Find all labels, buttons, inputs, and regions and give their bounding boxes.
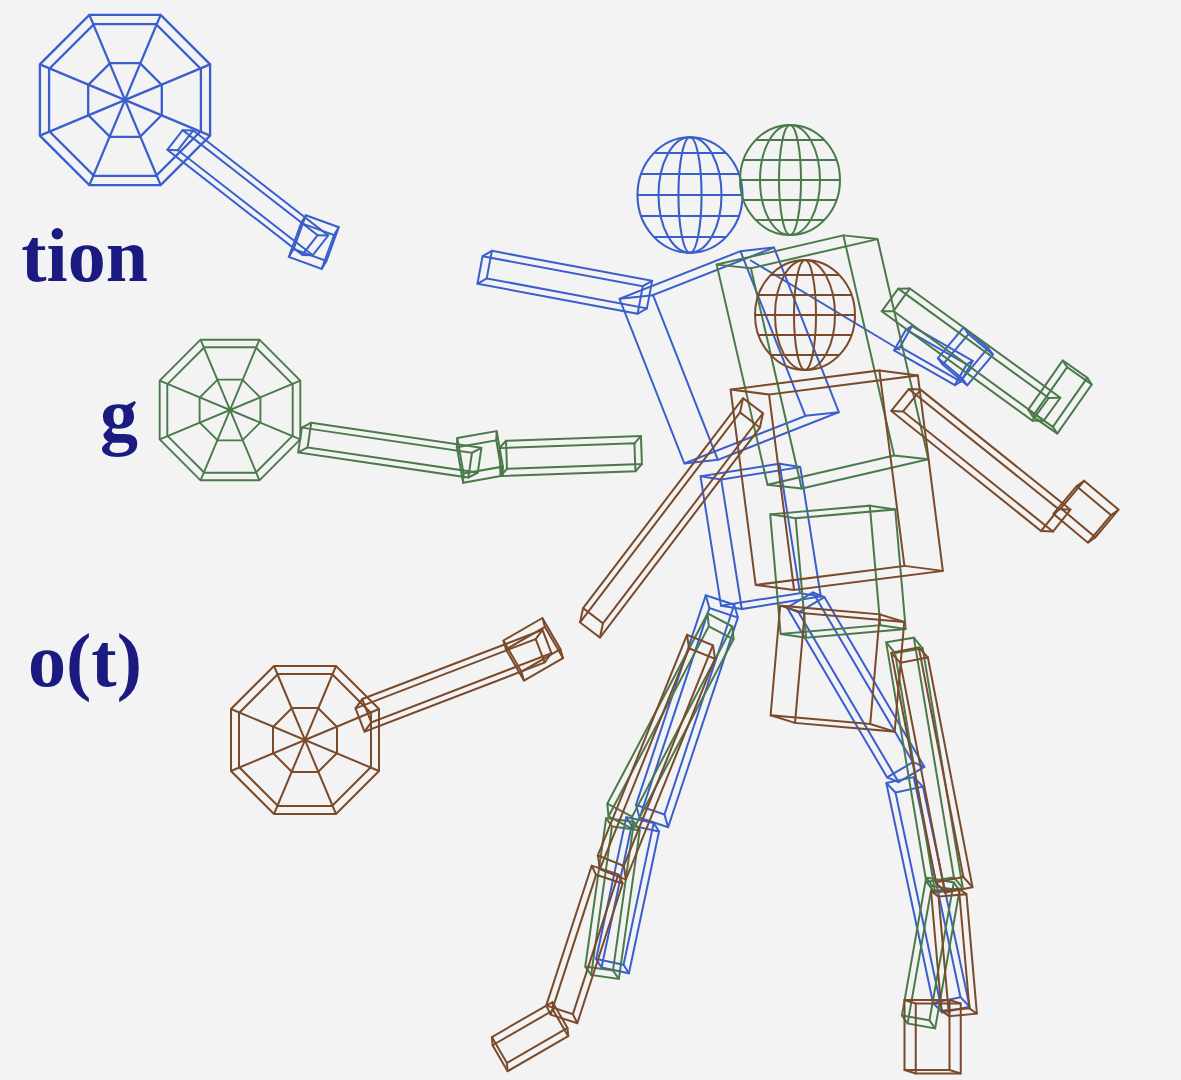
- heading-fragment: g: [100, 377, 138, 453]
- heading-fragment: o(t): [28, 622, 142, 698]
- blue-pose: [40, 15, 994, 1014]
- brown-pose: [231, 260, 1119, 1074]
- green-pose: [160, 125, 1094, 1028]
- heading-fragment: tion: [21, 217, 148, 293]
